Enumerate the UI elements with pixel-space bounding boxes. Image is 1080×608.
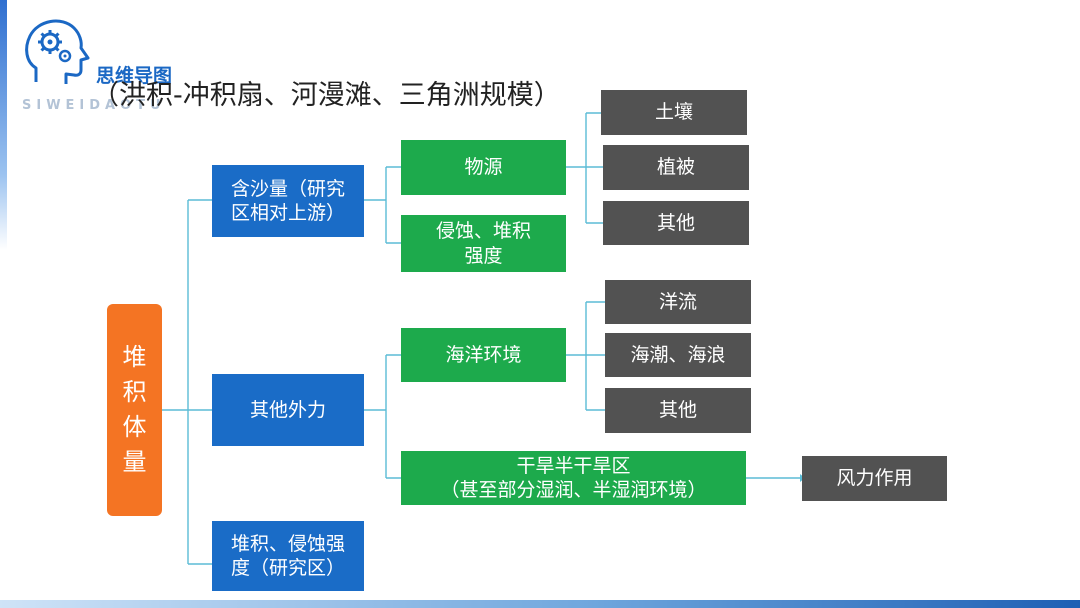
node-ocean-current: 洋流 xyxy=(605,280,751,324)
node-vegetation: 植被 xyxy=(603,145,749,190)
node-other-marine: 其他 xyxy=(605,388,751,433)
node-arid-region: 干旱半干旱区 （甚至部分湿润、半湿润环境） xyxy=(401,451,746,505)
brand-subtitle: SIWEIDAOTU xyxy=(22,98,166,113)
root-node: 堆 积 体 量 xyxy=(107,304,162,516)
left-accent-bar xyxy=(0,0,7,250)
node-other-external-forces: 其他外力 xyxy=(212,374,364,446)
node-sediment-content: 含沙量（研究 区相对上游） xyxy=(212,165,364,237)
bottom-accent-bar xyxy=(0,600,1080,608)
node-material-source: 物源 xyxy=(401,140,566,195)
logo: 思维导图 SIWEIDAOTU xyxy=(18,12,218,113)
node-deposition-erosion-intensity: 堆积、侵蚀强 度（研究区） xyxy=(212,521,364,591)
page-title: （洪积-冲积扇、河漫滩、三角洲规模） xyxy=(92,80,561,111)
node-soil: 土壤 xyxy=(601,90,747,135)
node-other-source: 其他 xyxy=(603,201,749,245)
head-gear-icon xyxy=(25,19,90,84)
node-marine-environment: 海洋环境 xyxy=(401,328,566,382)
node-wind-action: 风力作用 xyxy=(802,456,947,501)
brand-title: 思维导图 xyxy=(96,65,173,87)
node-erosion-deposition-strength: 侵蚀、堆积 强度 xyxy=(401,215,566,272)
node-tide-waves: 海潮、海浪 xyxy=(605,333,751,377)
